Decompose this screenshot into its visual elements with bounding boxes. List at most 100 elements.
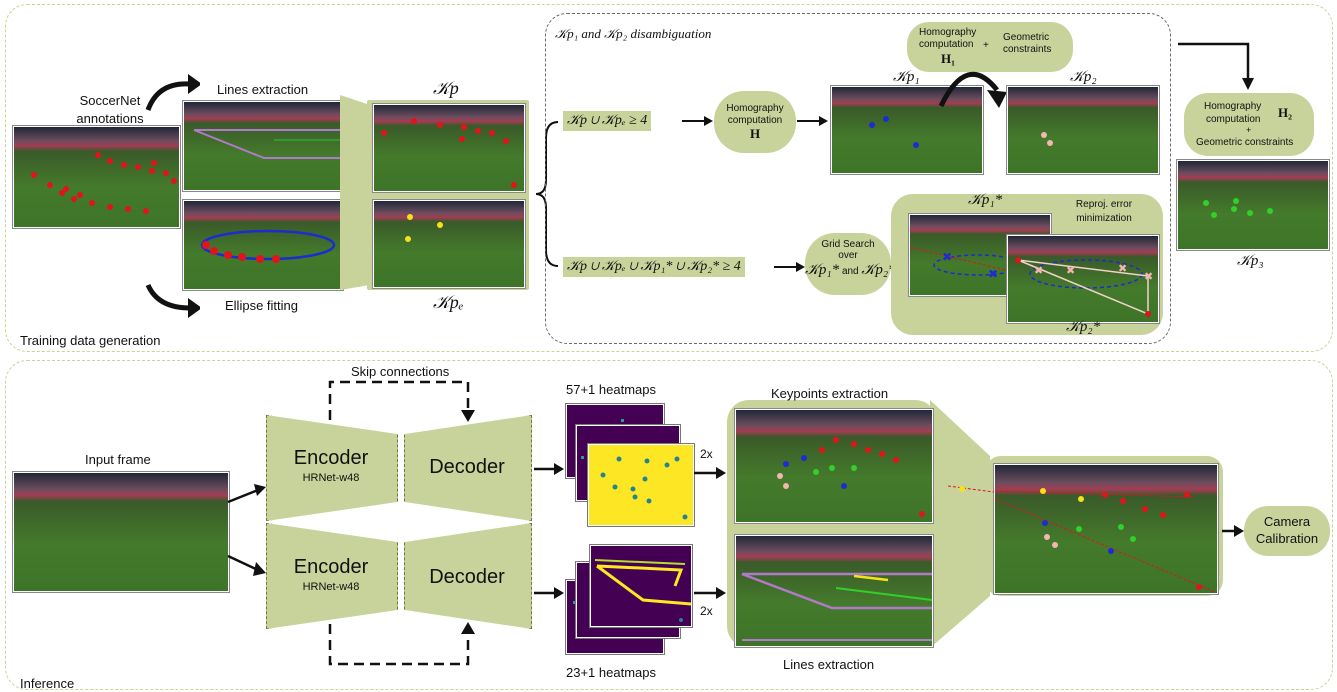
svg-text:✖: ✖ xyxy=(1034,264,1043,277)
encoder-1-sub: HRNet-w48 xyxy=(302,472,360,484)
encoder-1 xyxy=(266,415,398,521)
homography-h2-geo: Geometric constraints xyxy=(1196,137,1294,148)
disambiguation-panel xyxy=(545,13,1171,344)
camera-calibration-line1: Camera xyxy=(1263,514,1311,529)
lines-frame-bottom xyxy=(735,535,933,647)
homography-h1-line1: Homography xyxy=(919,27,977,38)
homography-h1-geo1: Geometric xyxy=(1003,32,1050,43)
curved-arrows xyxy=(145,74,200,318)
homography-h-box: Homography computation H xyxy=(714,91,796,153)
lines-extraction-bottom-label: Lines extraction xyxy=(783,657,875,672)
arrow-to-calibration xyxy=(1222,525,1244,537)
arrow-to-h2 xyxy=(1178,42,1254,90)
lines-extraction-top-label: Lines extraction xyxy=(217,82,309,97)
arrow-decoder2-heatmaps xyxy=(534,587,564,599)
grid-search-line1: Grid Search xyxy=(821,239,875,250)
homography-h1-plus: + xyxy=(983,40,989,51)
arrow-cond2 xyxy=(774,262,805,272)
arrows-input-to-encoders xyxy=(227,484,266,576)
svg-text:✖: ✖ xyxy=(942,250,952,264)
grid-search-and: and xyxy=(841,266,859,277)
condition-1: 𝒦p ∪ 𝒦pₑ ≥ 4 xyxy=(563,111,652,131)
grid-search-line2: over xyxy=(838,250,858,261)
input-frame xyxy=(13,472,229,592)
reproj-line1: Reproj. error xyxy=(1075,199,1133,210)
decoder-1-title: Decoder xyxy=(429,456,505,478)
kp3-frame xyxy=(1177,160,1329,250)
lines-frame xyxy=(183,101,343,191)
skip-connection-top xyxy=(328,380,475,422)
homography-h2-sym: H₂ xyxy=(1278,105,1293,120)
homography-h-sym: H xyxy=(749,126,761,141)
decoder-1 xyxy=(404,415,532,521)
soccernet-annotations-label: SoccerNet annotations xyxy=(76,93,144,126)
skip-connection-bottom xyxy=(328,622,475,666)
arrow-to-kp1 xyxy=(797,116,828,126)
camera-calibration-box: Camera Calibration xyxy=(1244,506,1330,556)
kp2-label: 𝒦p₂ xyxy=(1070,69,1097,85)
ellipse-fitting-label: Ellipse fitting xyxy=(225,298,298,313)
input-frame-label: Input frame xyxy=(85,452,151,467)
kp2-star-frame: ✖✖✖✖ xyxy=(1007,235,1159,323)
merged-keypoints-frame xyxy=(994,464,1218,594)
kp3-label: 𝒦p₃ xyxy=(1237,253,1264,269)
svg-text:✖: ✖ xyxy=(1066,264,1075,277)
kp-frame xyxy=(373,104,525,192)
grid-search-kp1s: 𝒦p₁* xyxy=(805,262,840,278)
heatmaps-23-label: 23+1 heatmaps xyxy=(566,665,656,680)
heatmap-23-front xyxy=(590,545,692,627)
offframe-marker xyxy=(948,485,994,493)
kp1-star-label: 𝒦p₁* xyxy=(968,192,1003,208)
homography-h-line2: computation xyxy=(727,115,783,126)
homography-h2-line1: Homography xyxy=(1204,101,1262,112)
homography-h2-plus: + xyxy=(1246,125,1252,135)
encoder-2 xyxy=(266,523,398,629)
arrow-decoder1-heatmaps xyxy=(534,463,564,475)
encoder-2-text: Encoder HRNet-w48 xyxy=(266,556,396,593)
camera-calibration-line2: Calibration xyxy=(1255,531,1319,546)
x2-top-label: 2x xyxy=(700,447,713,461)
encoder-1-title: Encoder xyxy=(293,447,369,469)
brace xyxy=(535,121,559,267)
heatmap-57-front xyxy=(588,444,694,526)
kpe-frame xyxy=(373,200,525,288)
kpe-label: 𝒦pₑ xyxy=(433,292,464,312)
x2-bottom-label: 2x xyxy=(700,604,713,618)
condition-2: 𝒦p ∪ 𝒦pₑ ∪ 𝒦p₁* ∪ 𝒦p₂* ≥ 4 xyxy=(563,257,745,277)
kp2-frame xyxy=(1007,86,1159,174)
encoder-2-title: Encoder xyxy=(293,556,369,578)
kp-label: 𝒦p xyxy=(433,78,459,98)
reproj-line2: minimization xyxy=(1076,213,1132,224)
homography-h1-box: Homography computation + H₁ Geometric co… xyxy=(907,22,1073,72)
kp1-label: 𝒦p₁ xyxy=(893,69,920,85)
skip-connections-label: Skip connections xyxy=(351,364,450,379)
grid-search-box: Grid Search over 𝒦p₁* and 𝒦p₂* xyxy=(805,233,896,295)
svg-text:✖: ✖ xyxy=(988,267,998,281)
annotated-frame xyxy=(13,126,180,228)
ellipse-frame xyxy=(183,200,343,290)
arrow-cond1 xyxy=(682,116,713,126)
homography-h1-geo2: constraints xyxy=(1003,44,1052,55)
homography-h1-sym: H₁ xyxy=(941,51,956,66)
grid-search-kp2s: 𝒦p₂* xyxy=(861,262,896,278)
heatmaps-57-label: 57+1 heatmaps xyxy=(566,382,656,397)
disambiguation-label: 𝒦p₁ and 𝒦p₂ disambiguation xyxy=(555,26,712,41)
curved-arrow-kp1-kp2 xyxy=(938,71,1007,108)
arrow-x2-top xyxy=(694,467,726,479)
keypoints-extraction-label: Keypoints extraction xyxy=(771,386,889,401)
homography-h2-box: Homography computation H₂ + Geometric co… xyxy=(1184,93,1314,156)
reproj-label: Reproj. error minimization xyxy=(1064,198,1144,226)
encoder-2-sub: HRNet-w48 xyxy=(302,581,360,593)
projection-wedge xyxy=(340,95,370,290)
svg-text:✖: ✖ xyxy=(1118,262,1127,275)
homography-h1-line2: computation xyxy=(919,39,974,50)
training-data-generation-panel xyxy=(5,4,1333,352)
inference-panel xyxy=(5,360,1333,690)
extraction-wedge xyxy=(930,400,990,648)
inference-section-label: Inference xyxy=(20,676,75,691)
arrow-x2-bottom xyxy=(694,587,726,599)
keypoints-frame xyxy=(735,409,933,523)
decoder-2-title: Decoder xyxy=(429,566,505,588)
kp1-frame xyxy=(831,86,983,174)
homography-h-line1: Homography xyxy=(726,103,784,114)
